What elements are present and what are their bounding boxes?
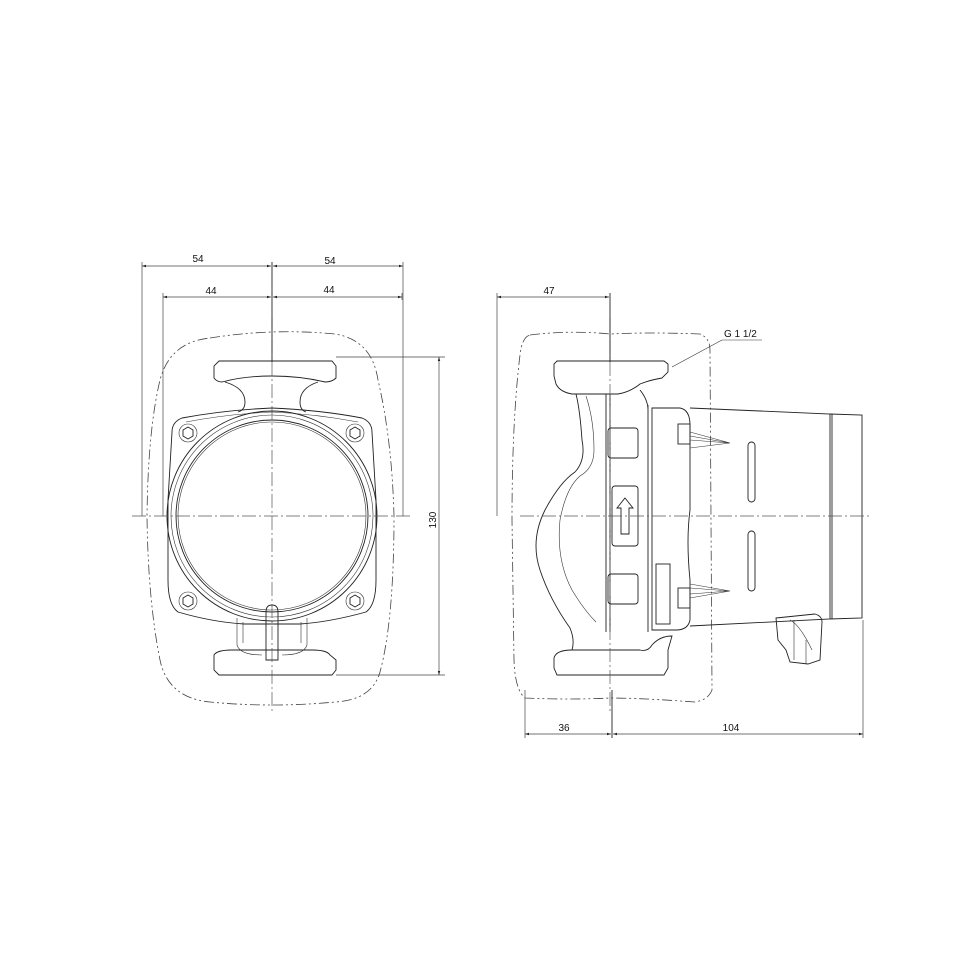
motor-end-cap [829, 413, 863, 620]
thread-leader-line [671, 339, 723, 368]
side-pump-body [535, 393, 584, 651]
dim-side-bottom-left: 36 [558, 723, 570, 734]
dim-side-bottom-right: 104 [723, 723, 740, 734]
bolt-bottom-right [345, 591, 365, 611]
bottom-lug [265, 604, 279, 661]
side-window-bottom [607, 573, 639, 605]
side-connector-box [775, 613, 823, 665]
flow-arrow-icon [616, 497, 634, 535]
motor-slot-top [747, 441, 756, 503]
side-envelope-outline [511, 331, 713, 703]
dim-side-top: 47 [543, 286, 555, 297]
side-window-top [607, 427, 639, 459]
side-connector-detail [789, 619, 813, 664]
dim-top-left-outer: 54 [192, 254, 204, 265]
side-view: 47 G 1 1/2 36 104 [496, 286, 872, 738]
dim-top-right-inner: 44 [323, 285, 335, 296]
bolt-bottom-left [178, 591, 198, 611]
side-pump-body-inner [558, 395, 597, 623]
side-bottom-flange [553, 635, 673, 676]
bottom-port-flange [213, 649, 337, 676]
motor-slot-bottom [747, 530, 756, 592]
top-port-neck [224, 381, 319, 413]
thread-spec-label: G 1 1/2 [724, 329, 757, 340]
dim-top-left-inner: 44 [205, 286, 217, 297]
side-top-flange [553, 360, 669, 395]
dim-top-right-outer: 54 [324, 256, 336, 267]
side-control-plate [651, 407, 691, 631]
side-bolt-bottom [677, 583, 731, 609]
front-envelope-outline [146, 331, 395, 706]
front-view: 54 54 44 44 130 [132, 254, 445, 712]
bolt-top-left [178, 423, 198, 443]
bolt-top-right [345, 423, 365, 443]
motor-housing [689, 407, 831, 627]
pump-housing-plate [167, 407, 377, 625]
side-cable-gland [655, 563, 671, 625]
side-bolt-top [677, 423, 731, 449]
dim-height: 130 [428, 511, 439, 528]
bottom-bracket [236, 618, 308, 656]
top-port-flange [213, 360, 337, 383]
